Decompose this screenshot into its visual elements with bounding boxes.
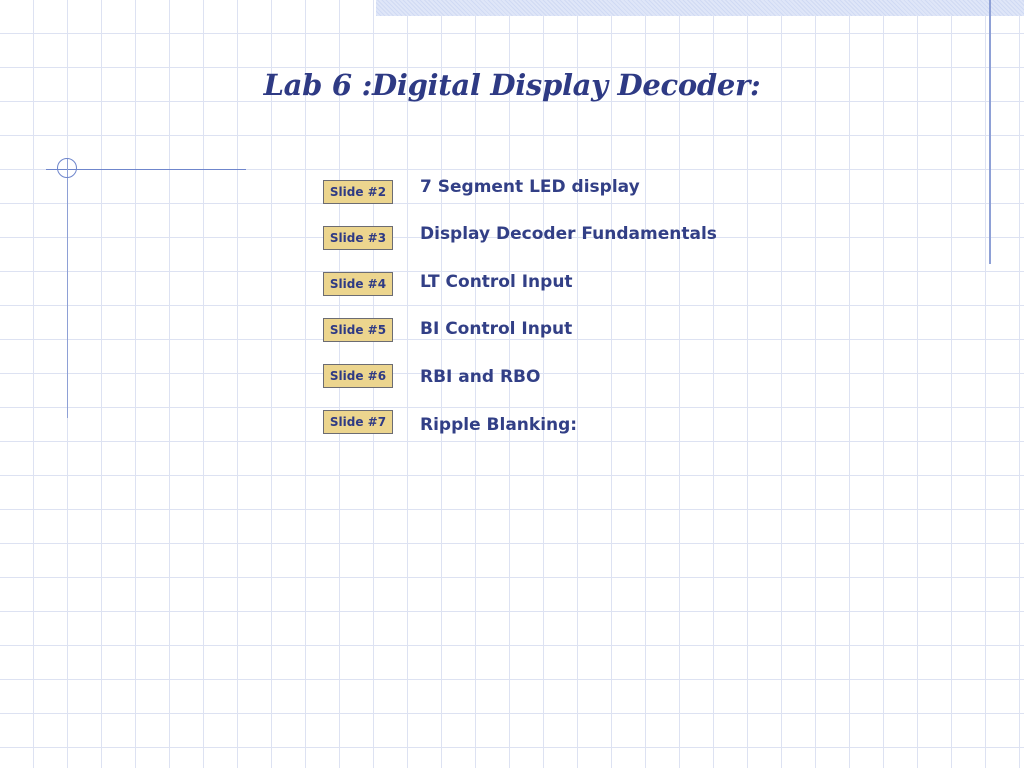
list-item: Slide #2 7 Segment LED display — [323, 177, 640, 204]
list-item: Slide #7 Ripple Blanking: — [323, 410, 577, 435]
list-item: Slide #4 LT Control Input — [323, 272, 573, 296]
slide-title: Lab 6 :Digital Display Decoder: — [263, 68, 761, 102]
slide-5-button[interactable]: Slide #5 — [323, 318, 393, 342]
slide-7-button[interactable]: Slide #7 — [323, 410, 393, 434]
left-horizontal-decorative-line — [46, 169, 246, 170]
slide-3-button[interactable]: Slide #3 — [323, 226, 393, 250]
left-vertical-decorative-line — [67, 158, 68, 418]
item-label: LT Control Input — [420, 272, 573, 292]
crosshair-circle-icon — [57, 158, 77, 178]
list-item: Slide #5 BI Control Input — [323, 318, 572, 342]
right-decorative-line — [989, 0, 991, 264]
item-label: Display Decoder Fundamentals — [420, 224, 717, 244]
item-label: Ripple Blanking: — [420, 415, 578, 435]
list-item: Slide #6 RBI and RBO — [323, 364, 540, 388]
list-item: Slide #3 Display Decoder Fundamentals — [323, 224, 717, 250]
slide-4-button[interactable]: Slide #4 — [323, 272, 393, 296]
slide-2-button[interactable]: Slide #2 — [323, 180, 393, 204]
item-label: 7 Segment LED display — [420, 177, 640, 197]
item-label: RBI and RBO — [420, 367, 541, 387]
slide-6-button[interactable]: Slide #6 — [323, 364, 393, 388]
top-decorative-band — [376, 0, 1024, 16]
item-label: BI Control Input — [420, 319, 573, 339]
